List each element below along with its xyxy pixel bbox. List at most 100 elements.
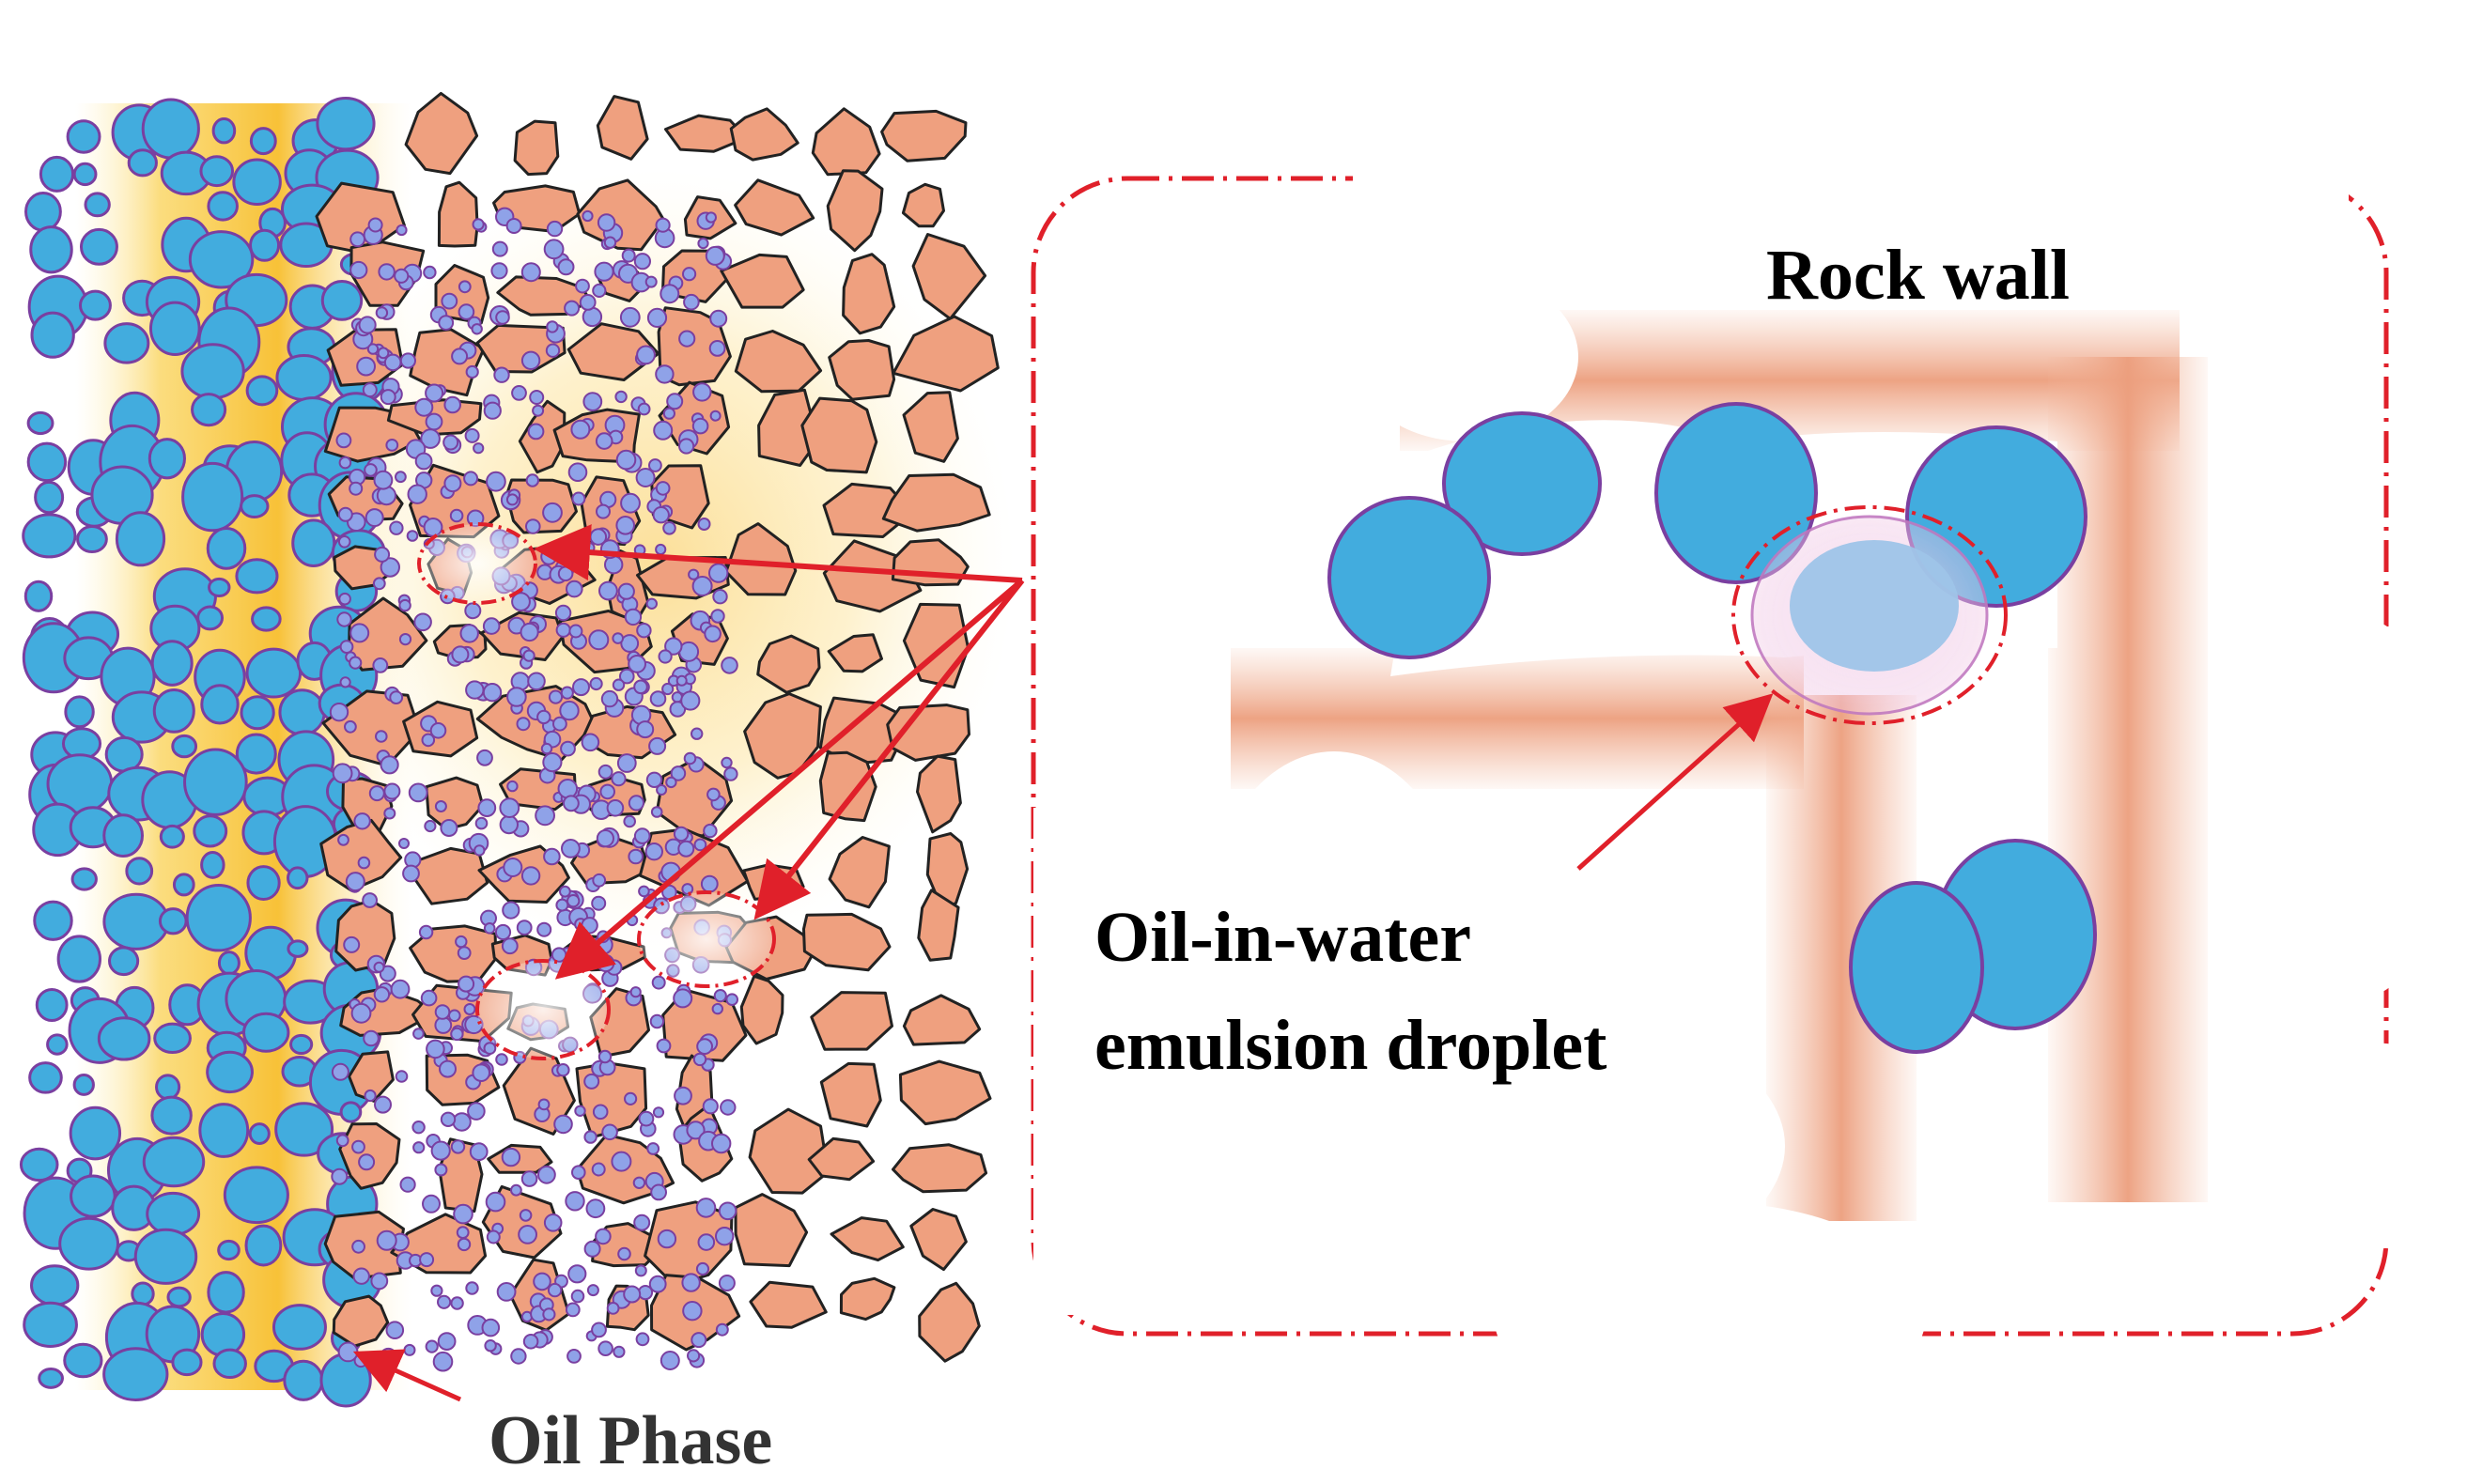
droplet xyxy=(331,1062,349,1081)
emulsion-label-line1: Oil-in-water xyxy=(1094,898,1471,977)
droplet xyxy=(385,1321,405,1339)
droplet xyxy=(338,456,352,470)
droplet xyxy=(374,546,391,563)
droplet xyxy=(516,920,533,935)
droplet xyxy=(545,343,561,358)
droplet xyxy=(520,350,541,370)
droplet xyxy=(373,470,394,490)
droplet xyxy=(366,343,380,355)
droplet xyxy=(655,217,671,233)
droplet xyxy=(606,1302,620,1315)
droplet xyxy=(535,805,555,827)
droplet xyxy=(483,1042,497,1055)
droplet xyxy=(688,568,700,580)
droplet xyxy=(582,392,603,412)
droplet xyxy=(291,518,336,567)
rock-grain xyxy=(881,472,991,533)
droplet xyxy=(23,1301,78,1348)
droplet xyxy=(516,717,531,732)
droplet xyxy=(368,785,385,802)
droplet xyxy=(473,442,485,455)
droplet xyxy=(33,900,73,941)
droplet xyxy=(600,689,619,708)
droplet xyxy=(217,1239,241,1261)
droplet xyxy=(331,1167,349,1185)
droplet xyxy=(681,1273,701,1292)
droplet xyxy=(465,364,479,379)
droplet xyxy=(615,449,637,471)
droplet xyxy=(579,294,597,311)
rock-grain xyxy=(596,95,649,161)
droplet xyxy=(150,640,194,687)
rock-grain xyxy=(739,974,784,1045)
droplet xyxy=(566,894,581,908)
droplet xyxy=(398,598,411,612)
droplet xyxy=(141,98,200,160)
droplet xyxy=(56,935,102,983)
droplet xyxy=(493,366,510,383)
droplet xyxy=(595,1228,612,1245)
droplet xyxy=(29,225,73,274)
droplet xyxy=(458,280,472,294)
droplet xyxy=(423,265,437,280)
droplet xyxy=(28,1061,63,1094)
rock-grain xyxy=(811,107,881,177)
droplet xyxy=(153,1022,192,1055)
droplet xyxy=(582,209,594,223)
droplet xyxy=(339,640,354,654)
droplet xyxy=(658,649,673,664)
droplet xyxy=(598,580,618,601)
droplet xyxy=(30,1264,80,1306)
rock-grain xyxy=(724,522,798,596)
rock-grain xyxy=(756,634,821,694)
droplet xyxy=(212,1348,247,1380)
droplet xyxy=(398,838,410,849)
droplet xyxy=(695,1261,710,1276)
droplet xyxy=(721,756,733,769)
droplet xyxy=(223,1166,289,1225)
droplet xyxy=(611,771,627,787)
droplet xyxy=(655,481,671,496)
droplet xyxy=(706,787,721,802)
droplet xyxy=(1849,881,1984,1054)
droplet xyxy=(560,686,574,700)
droplet xyxy=(69,1105,122,1161)
droplet xyxy=(376,1229,397,1251)
droplet xyxy=(635,1332,650,1347)
droplet xyxy=(19,1147,59,1183)
droplet xyxy=(159,824,185,849)
droplet xyxy=(649,690,667,707)
droplet xyxy=(449,508,464,523)
rock-grain xyxy=(664,114,748,153)
droplet xyxy=(245,375,279,407)
droplet xyxy=(695,1198,717,1218)
droplet xyxy=(363,1029,380,1047)
droplet xyxy=(396,224,408,237)
droplet xyxy=(661,682,675,696)
droplet xyxy=(131,1281,155,1306)
droplet xyxy=(335,1134,349,1148)
droplet xyxy=(557,258,575,276)
droplet xyxy=(419,1252,435,1268)
droplet xyxy=(97,1016,151,1061)
droplet xyxy=(691,1332,707,1349)
droplet xyxy=(380,557,400,578)
droplet xyxy=(583,1130,597,1144)
droplet xyxy=(490,262,508,280)
droplet xyxy=(423,518,443,537)
droplet xyxy=(496,1282,517,1302)
droplet xyxy=(438,315,455,332)
droplet xyxy=(235,733,277,775)
droplet xyxy=(34,480,65,515)
rock-grain xyxy=(757,388,819,467)
droplet xyxy=(575,278,590,294)
droplet xyxy=(79,227,118,266)
droplet xyxy=(443,395,462,414)
droplet xyxy=(424,819,437,833)
droplet xyxy=(614,390,628,404)
droplet xyxy=(191,393,227,427)
rock-grain xyxy=(734,1193,809,1268)
droplet xyxy=(644,275,658,288)
droplet xyxy=(434,1004,451,1020)
droplet xyxy=(616,753,637,773)
